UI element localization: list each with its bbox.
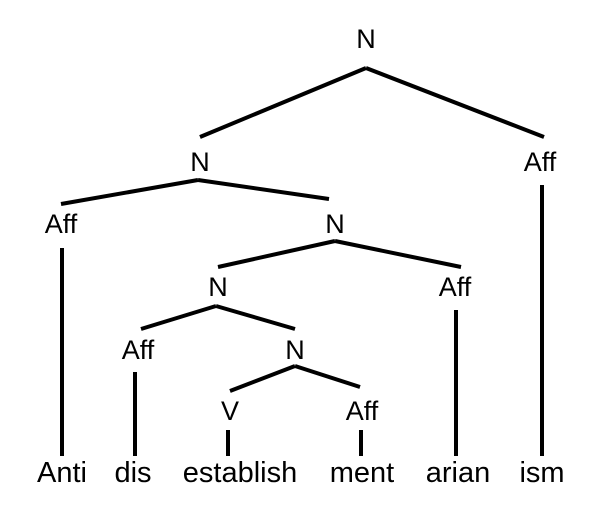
morpheme-arian: arian (426, 457, 491, 489)
node-label-n-left: N (190, 147, 210, 177)
edge-n_left-to-aff_anti (60, 178, 199, 206)
node-label-aff-ism: Aff (524, 147, 557, 177)
edge-n_inner-to-n_low (215, 304, 296, 331)
node-label-aff-anti: Aff (45, 209, 78, 239)
edge-n_mid-to-n_inner (217, 239, 336, 269)
morpheme-ment: ment (330, 457, 394, 489)
tree-edges (60, 66, 545, 456)
node-label-n-mid: N (325, 209, 345, 239)
edge-n_mid-to-aff_arian (334, 239, 462, 269)
node-label-aff-ment: Aff (346, 396, 379, 426)
morpheme-establish: establish (183, 457, 297, 489)
morpheme-dis: dis (114, 457, 151, 489)
node-label-n-low: N (285, 335, 305, 365)
edge-n_left-to-n_mid (197, 178, 330, 201)
morpheme-anti: Anti (37, 457, 87, 489)
node-label-aff-dis: Aff (122, 335, 155, 365)
node-label-v-establish: V (221, 396, 239, 426)
edge-n_low-to-aff_ment (294, 364, 361, 389)
node-label-n-root: N (356, 24, 376, 54)
node-label-aff-arian: Aff (439, 272, 472, 302)
edge-n_low-to-v_establish (229, 364, 296, 393)
edge-n_root-to-n_left (199, 66, 367, 139)
edge-n_inner-to-aff_dis (140, 304, 217, 331)
morpheme-ism: ism (519, 457, 564, 489)
node-label-n-inner: N (208, 272, 228, 302)
edge-n_root-to-aff_ism (365, 66, 545, 139)
